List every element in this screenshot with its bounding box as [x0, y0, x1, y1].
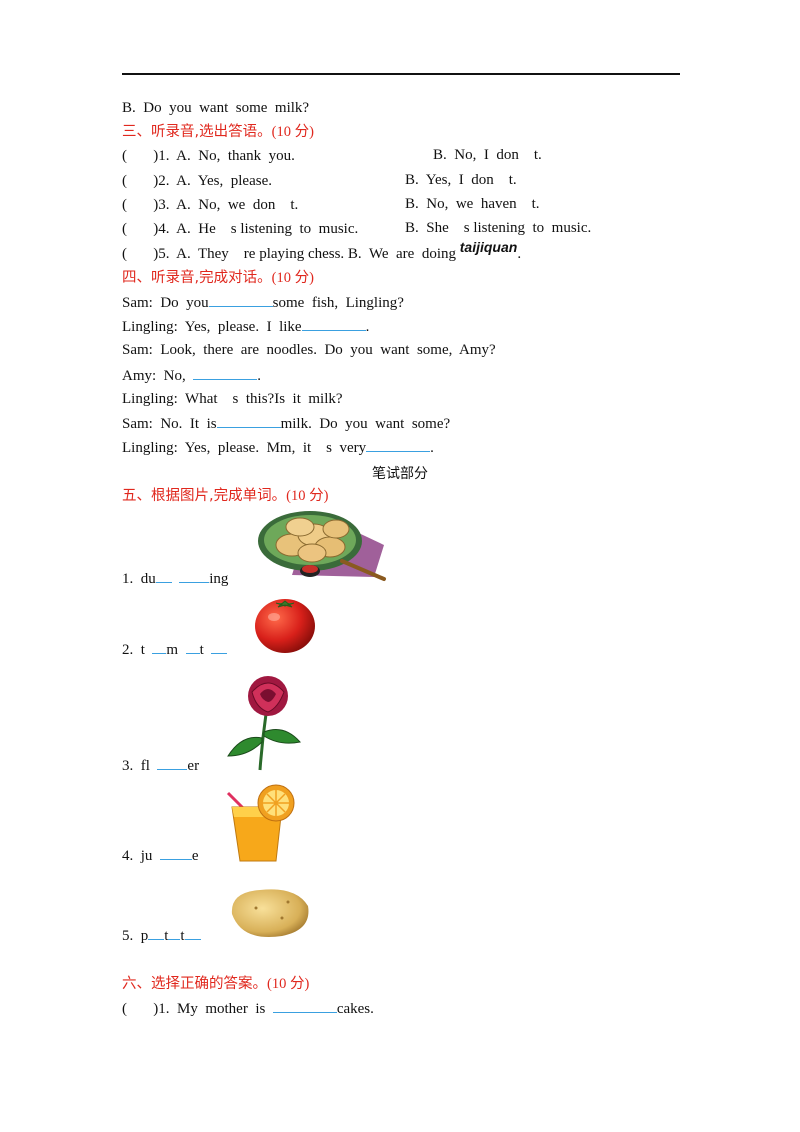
section-4-title-text: 四、听录音,完成对话。	[122, 270, 272, 286]
section-5-title: 五、根据图片,完成单词。(10 分)	[122, 487, 328, 505]
answer-blank[interactable]	[216, 414, 281, 428]
sec3-item-5-a: ( )5. A. They re playing chess. B. We ar…	[122, 246, 457, 262]
dialog-line-6-post: milk. Do you want some?	[280, 416, 451, 432]
word-2-b: m	[166, 642, 186, 658]
dialog-line-1: Sam: Do you some fish, Lingling?	[122, 293, 404, 312]
answer-blank[interactable]	[366, 438, 431, 452]
letter-blank[interactable]	[184, 926, 201, 940]
word-item-1: 1. du ing	[122, 569, 228, 588]
letter-blank[interactable]	[185, 640, 200, 654]
sec3-item-4-a: ( )4. A. He s listening to music.	[122, 221, 359, 237]
potato-image	[231, 889, 309, 938]
letter-blank[interactable]	[159, 846, 192, 860]
word-item-2: 2. t m t	[122, 640, 228, 659]
section-6-points: (10 分)	[267, 976, 310, 992]
dialog-line-5-pre: Lingling: What s this?Is it milk?	[122, 391, 343, 407]
dialog-line-1-post: some fish, Lingling?	[272, 295, 404, 311]
word-1-b: ing	[209, 571, 229, 587]
dumplings-image	[258, 511, 386, 581]
word-4-a: 4. ju	[122, 848, 160, 864]
word-3-a: 3. fl	[122, 758, 158, 774]
sec3-item-1: ( )1. A. No, thank you.	[122, 147, 295, 165]
dialog-line-5: Lingling: What s this?Is it milk?	[122, 390, 343, 408]
word-1-a: 1. du	[122, 571, 156, 587]
word-3-b: er	[187, 758, 200, 774]
sec3-item-3-a: ( )3. A. No, we don t.	[122, 197, 299, 213]
dialog-line-4-pre: Amy: No,	[122, 368, 194, 384]
taijiquan-word: taijiquan	[459, 239, 518, 255]
dialog-line-3-pre: Sam: Look, there are noodles. Do you wan…	[122, 342, 496, 358]
choice-item-1: ( )1. My mother is cakes.	[122, 999, 374, 1018]
dialog-line-1-pre: Sam: Do you	[122, 295, 209, 311]
letter-blank[interactable]	[148, 926, 165, 940]
choice-item-1-post: cakes.	[336, 1001, 374, 1017]
letter-blank[interactable]	[152, 640, 167, 654]
dialog-line-2-post: .	[365, 319, 370, 335]
section-6-title-text: 六、选择正确的答案。	[122, 976, 267, 992]
juice-image	[226, 784, 295, 862]
section-4-title: 四、听录音,完成对话。(10 分)	[122, 269, 314, 287]
header-line: B. Do you want some milk?	[122, 100, 310, 116]
choice-item-1-pre: ( )1. My mother is	[122, 1001, 273, 1017]
answer-blank[interactable]	[301, 317, 366, 331]
section-6-title: 六、选择正确的答案。(10 分)	[122, 975, 309, 993]
dialog-line-7-post: .	[430, 440, 434, 456]
letter-blank[interactable]	[211, 640, 228, 654]
top-rule	[122, 73, 680, 75]
dialog-line-4: Amy: No, .	[122, 366, 261, 385]
sec3-item-2-b: B. Yes, I don t.	[405, 172, 517, 188]
letter-blank[interactable]	[155, 569, 172, 583]
sec3-item-2-a: ( )2. A. Yes, please.	[122, 173, 272, 189]
sec3-item-3-b: B. No, we haven t.	[405, 196, 540, 212]
word-4-b: e	[191, 848, 199, 864]
section-3-points: (10 分)	[271, 124, 314, 140]
sec3-item-5-end: .	[517, 246, 522, 262]
dialog-line-2: Lingling: Yes, please. I like.	[122, 317, 369, 336]
sec3-item-4: ( )4. A. He s listening to music.	[122, 220, 358, 238]
letter-blank[interactable]	[179, 569, 210, 583]
letter-blank[interactable]	[168, 926, 181, 940]
dialog-line-7-pre: Lingling: Yes, please. Mm, it s very	[122, 440, 367, 456]
dialog-line-2-pre: Lingling: Yes, please. I like	[122, 319, 302, 335]
section-3-title: 三、听录音,选出答语。(10 分)	[122, 123, 314, 141]
sec3-item-4-b: B. She s listening to music.	[405, 220, 592, 236]
section-4-points: (10 分)	[271, 270, 314, 286]
word-2-a: 2. t	[122, 642, 153, 658]
word-5-b: t	[164, 928, 169, 944]
dialog-line-6: Sam: No. It is milk. Do you want some?	[122, 414, 450, 433]
sec3-item-1-b: B. No, I don t.	[433, 147, 542, 163]
written-part-heading: 笔试部分	[372, 466, 428, 482]
answer-blank[interactable]	[193, 366, 258, 380]
dialog-line-4-post: .	[257, 368, 261, 384]
word-2-c: t	[199, 642, 212, 658]
answer-blank[interactable]	[208, 293, 273, 307]
word-item-3: 3. fl er	[122, 756, 199, 775]
sec3-item-3: ( )3. A. No, we don t.	[122, 196, 298, 214]
word-5-a: 5. p	[122, 928, 149, 944]
word-item-4: 4. ju e	[122, 846, 199, 865]
section-5-title-text: 五、根据图片,完成单词。	[122, 488, 287, 504]
sec3-item-1-a: ( )1. A. No, thank you.	[122, 148, 295, 164]
dialog-line-3: Sam: Look, there are noodles. Do you wan…	[122, 341, 496, 359]
letter-blank[interactable]	[157, 756, 188, 770]
dialog-line-6-pre: Sam: No. It is	[122, 416, 217, 432]
tomato-image	[255, 599, 315, 653]
answer-blank[interactable]	[272, 999, 337, 1013]
flower-image	[227, 676, 301, 771]
section-5-points: (10 分)	[286, 488, 329, 504]
sec3-item-5: ( )5. A. They re playing chess. B. We ar…	[122, 239, 522, 263]
sec3-item-2: ( )2. A. Yes, please.	[122, 172, 272, 190]
section-3-title-text: 三、听录音,选出答语。	[122, 124, 272, 140]
word-5-c: t	[180, 928, 185, 944]
dialog-line-7: Lingling: Yes, please. Mm, it s very.	[122, 438, 434, 457]
